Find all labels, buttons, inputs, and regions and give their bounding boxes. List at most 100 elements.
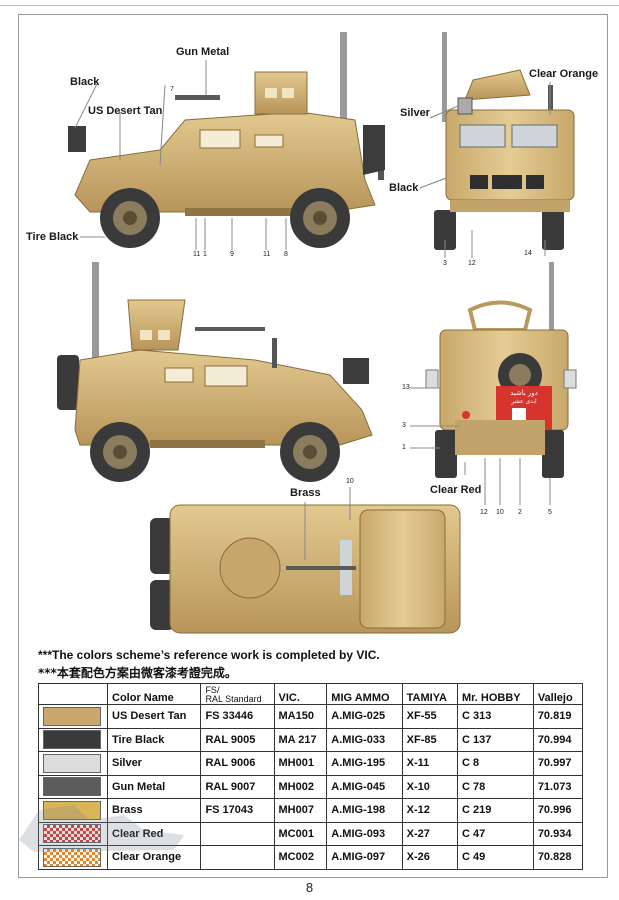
table-header-row: Color Name FS/ RAL Standard VIC. MIG AMM…	[38, 683, 584, 705]
standard-code: RAL 9005	[200, 727, 275, 752]
callout-number: 9	[230, 251, 234, 258]
header-tamiya: TAMIYA	[401, 683, 458, 705]
swatch-cell	[38, 845, 108, 870]
vic-code: MC001	[273, 821, 328, 846]
front-view	[419, 32, 575, 258]
label-clear-orange: Clear Orange	[529, 68, 599, 80]
color-name: Clear Orange	[106, 845, 202, 870]
page-number: 8	[305, 880, 314, 895]
vehicle-illustrations	[57, 32, 577, 634]
header-mig-ammo: MIG AMMO	[326, 683, 403, 705]
callout-number: 2	[518, 509, 522, 516]
standard-code	[200, 845, 275, 870]
header-vic: VIC.	[273, 683, 328, 705]
color-swatch	[43, 730, 101, 750]
vallejo-code: 71.073	[532, 774, 584, 799]
note-english: ***The colors scheme’s reference work is…	[38, 648, 380, 662]
label-brass: Brass	[290, 487, 321, 499]
mig-code: A.MIG-093	[326, 821, 403, 846]
color-swatch	[43, 800, 101, 820]
tamiya-code: XF-55	[401, 704, 458, 729]
callout-number: 1	[203, 251, 207, 258]
color-swatch	[43, 824, 101, 844]
label-silver: Silver	[400, 107, 430, 119]
vic-code: MH007	[273, 798, 328, 823]
side-view-right	[57, 262, 373, 482]
header-color-name: Color Name	[106, 683, 202, 705]
mr-hobby-code: C 137	[456, 727, 534, 752]
callout-number: 13	[402, 384, 410, 391]
mig-code: A.MIG-045	[326, 774, 403, 799]
vic-code: MH002	[273, 774, 328, 799]
tamiya-code: X-10	[401, 774, 458, 799]
mig-code: A.MIG-198	[326, 798, 403, 823]
color-name: US Desert Tan	[106, 704, 202, 729]
swatch-cell	[38, 821, 108, 846]
header-standard: FS/ RAL Standard	[200, 683, 275, 705]
standard-code: FS 33446	[200, 704, 275, 729]
callout-number: 10	[496, 509, 504, 516]
mr-hobby-code: C 49	[456, 845, 534, 870]
tamiya-code: X-27	[401, 821, 458, 846]
header-mr-hobby: Mr. HOBBY	[456, 683, 534, 705]
mig-code: A.MIG-195	[326, 751, 403, 776]
mr-hobby-code: C 47	[456, 821, 534, 846]
label-tire-black: Tire Black	[26, 231, 79, 243]
color-swatch	[43, 847, 101, 867]
vallejo-code: 70.819	[532, 704, 584, 729]
callout-number: 10	[346, 478, 354, 485]
warning-sign-line2: ابدى عشر	[511, 398, 537, 405]
standard-code: RAL 9007	[200, 774, 275, 799]
callout-number: 7	[170, 86, 174, 93]
callout-number: 8	[284, 251, 288, 258]
header-ral: RAL Standard	[205, 694, 262, 704]
callout-number: 5	[548, 509, 552, 516]
side-view-left	[68, 32, 385, 250]
vic-code: MA150	[273, 704, 328, 729]
vallejo-code: 70.996	[532, 798, 584, 823]
swatch-cell	[38, 704, 108, 729]
mr-hobby-code: C 8	[456, 751, 534, 776]
standard-code	[200, 821, 275, 846]
callout-number: 11	[193, 251, 201, 258]
swatch-cell	[38, 774, 108, 799]
mr-hobby-code: C 313	[456, 704, 534, 729]
vic-code: MH001	[273, 751, 328, 776]
tamiya-code: X-11	[401, 751, 458, 776]
color-swatch	[43, 753, 101, 773]
callout-number: 12	[468, 260, 476, 267]
callout-number: 3	[443, 260, 447, 267]
tamiya-code: X-26	[401, 845, 458, 870]
swatch-cell	[38, 727, 108, 752]
color-name: Brass	[106, 798, 202, 823]
color-reference-table: Color Name FS/ RAL Standard VIC. MIG AMM…	[38, 683, 584, 870]
color-swatch	[43, 777, 101, 797]
mig-code: A.MIG-097	[326, 845, 403, 870]
header-fs: FS/	[205, 685, 220, 695]
label-black-front: Black	[389, 182, 419, 194]
tamiya-code: XF-85	[401, 727, 458, 752]
callout-number: 3	[402, 422, 406, 429]
rear-view	[410, 262, 577, 505]
mig-code: A.MIG-033	[326, 727, 403, 752]
standard-code: FS 17043	[200, 798, 275, 823]
label-gun-metal: Gun Metal	[176, 46, 230, 58]
watermark-logo	[19, 805, 184, 852]
top-view	[150, 487, 461, 634]
vic-code: MA 217	[273, 727, 328, 752]
page-frame	[18, 14, 608, 878]
callout-number: 11	[263, 251, 271, 258]
warning-sign-line1: دور باشید	[510, 389, 538, 397]
swatch-cell	[38, 798, 108, 823]
label-us-desert-tan: US Desert Tan	[88, 105, 163, 117]
standard-code: RAL 9006	[200, 751, 275, 776]
callout-number: 12	[480, 509, 488, 516]
vallejo-code: 70.997	[532, 751, 584, 776]
label-clear-red: Clear Red	[430, 484, 482, 496]
color-swatch	[43, 706, 101, 726]
